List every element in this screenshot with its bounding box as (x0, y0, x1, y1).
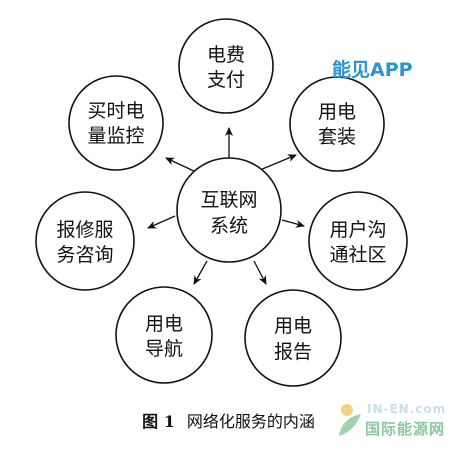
node-power-report-line2: 报告 (274, 341, 312, 363)
node-user-community-line1: 用户沟 (329, 219, 386, 241)
arrow-to-realtime-monitor (165, 157, 197, 173)
figure-caption: 图 1 网络化服务的内涵 (0, 408, 457, 432)
figure-number: 图 1 (142, 412, 175, 431)
node-realtime-monitor-line2: 量监控 (87, 125, 144, 147)
node-power-package-line1: 用电 (318, 101, 356, 123)
node-user-community: 用户沟 通社区 (308, 191, 408, 291)
arrow-to-power-navigation (193, 260, 208, 285)
node-fee-payment: 电费 支付 (178, 18, 274, 114)
node-power-navigation-line1: 用电 (145, 313, 183, 335)
brand-watermark: 能见APP (332, 59, 413, 81)
node-power-report-line1: 用电 (274, 315, 312, 337)
node-fee-payment-line2: 支付 (207, 69, 245, 91)
center-line2: 系统 (210, 215, 248, 237)
node-repair-consult-line2: 务咨询 (56, 244, 113, 266)
node-repair-consult-line1: 报修服 (56, 219, 113, 241)
center-node-internet-system: 互联网 系统 (176, 157, 282, 263)
figure-caption-text: 网络化服务的内涵 (186, 412, 315, 431)
arrow-to-power-package (259, 154, 297, 171)
node-user-community-line2: 通社区 (329, 244, 386, 266)
node-power-report: 用电 报告 (244, 289, 342, 387)
node-fee-payment-line1: 电费 (207, 44, 245, 66)
arrow-to-power-report (253, 260, 267, 285)
arrow-to-repair-consult (147, 215, 176, 229)
node-realtime-monitor: 买时电 量监控 (68, 75, 164, 171)
node-power-package-line2: 套装 (318, 126, 356, 148)
leaf-logo-icon (339, 404, 361, 436)
node-realtime-monitor-line1: 买时电 (87, 100, 144, 122)
watermark-en: IN-EN.com (367, 402, 447, 416)
center-line1: 互联网 (200, 189, 257, 211)
node-repair-consult: 报修服 务咨询 (35, 191, 135, 291)
arrow-to-user-community (281, 219, 305, 228)
node-power-navigation: 用电 导航 (115, 286, 213, 384)
node-power-navigation-line2: 导航 (145, 338, 183, 360)
watermark-cn: 国际能源网 (365, 420, 446, 438)
site-watermark: IN-EN.com 国际能源网 (335, 398, 455, 444)
node-power-package: 用电 套装 (289, 76, 385, 172)
service-diagram: 互联网 系统 电费 支付 用电 套装 用户沟 通社区 用电 报告 用电 导航 报… (35, 18, 408, 387)
